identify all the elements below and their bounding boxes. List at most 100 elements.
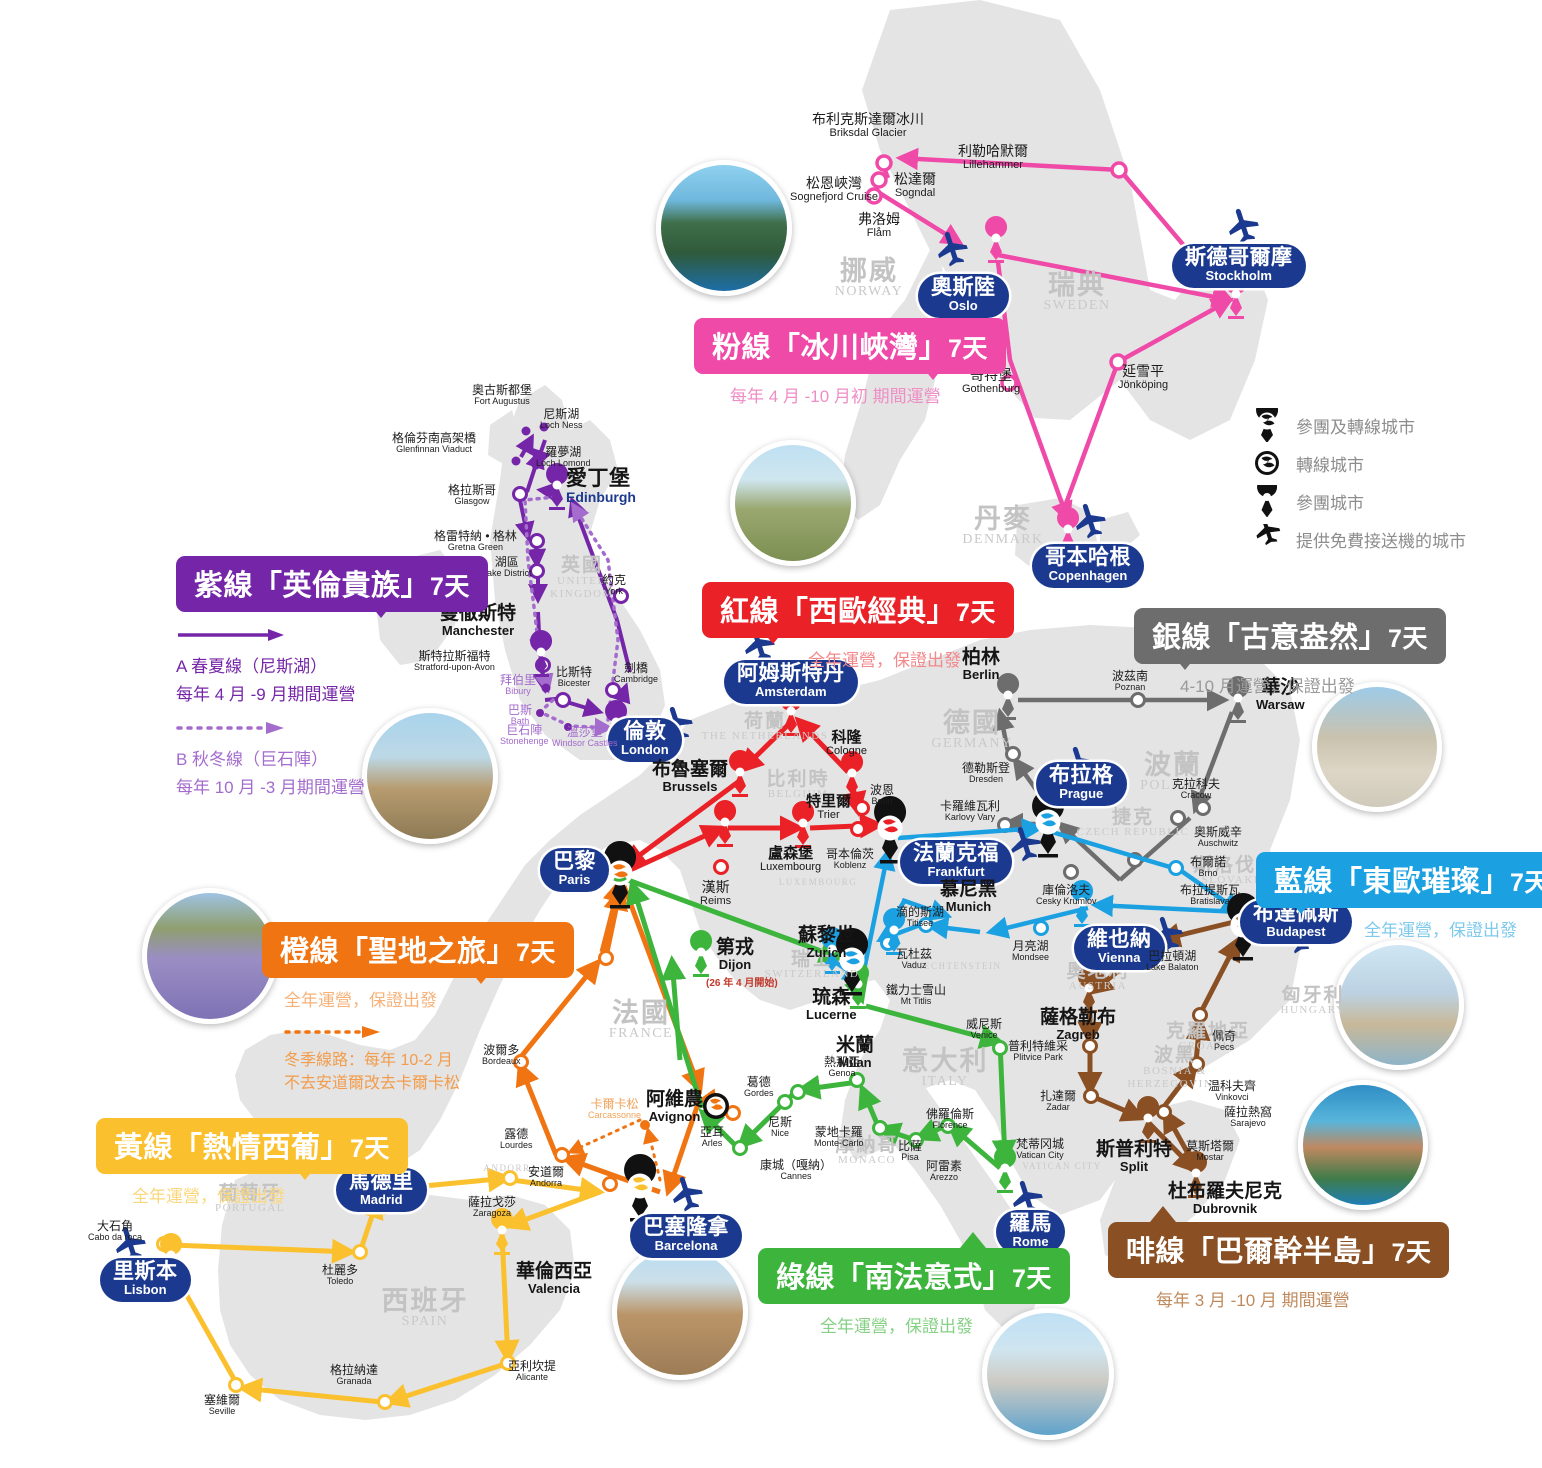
route-banner-blue[interactable]: 藍線「東歐璀璨」7天 全年運營，保證出發	[1256, 852, 1542, 941]
country-andorra: ANDORRA	[483, 1163, 539, 1173]
country-liechtenstein: LIECHTENSTEIN	[912, 961, 1002, 971]
route-banner-red[interactable]: 紅線「西歐經典」7天 全年運營，保證出發	[702, 582, 1014, 671]
route-banner-orange[interactable]: 橙線「聖地之旅」7天 全年運營，保證出發 冬季線路：每年 10-2 月 不去安道…	[262, 922, 574, 1095]
photo-sagrada	[612, 1244, 748, 1380]
stop-cannes: 康城（嘎納）Cannes	[760, 1158, 833, 1182]
country-luxembourg: LUXEMBOURG	[778, 877, 858, 887]
orange-dotted-sample-icon	[284, 1026, 380, 1038]
route-stop-pink	[865, 154, 1128, 392]
route-banner-pink[interactable]: 粉線「冰川峽灣」7天 每年 4 月 -10 月初 期間運營	[694, 318, 1006, 407]
dijon-start-note: (26 年 4 月開始)	[706, 978, 778, 989]
route-banner-silver[interactable]: 銀線「古意盎然」7天 4-10 月運營，保證出發	[1134, 608, 1446, 697]
route-banner-yellow[interactable]: 黃線「熱情西葡」7天 全年運營，保證出發	[96, 1118, 408, 1207]
legend: 參團及轉線城市 轉線城市 參團城市 提供免費接送機的城市	[1252, 406, 1466, 558]
route-stop-brown	[1082, 933, 1208, 1120]
route-stop-red	[713, 800, 870, 875]
legend-row-join: 參團城市	[1252, 482, 1466, 520]
photo-eiffel	[730, 440, 856, 566]
route-stop-carcassonne	[640, 1120, 650, 1130]
route-banner-green[interactable]: 綠線「南法意式」7天 全年運營，保證出發	[758, 1232, 1070, 1337]
circle-swirl-icon	[1255, 451, 1279, 475]
route-banner-brown[interactable]: 啡線「巴爾幹半島」7天 每年 3 月 -10 月 期間運營	[1108, 1206, 1450, 1311]
route-line-red	[620, 716, 885, 873]
route-banner-purple[interactable]: 紫線「英倫貴族」7天 A 春夏線（尼斯湖） 每年 4 月 -9 月期間運營 B …	[176, 556, 488, 798]
photo-brandenburg	[1312, 682, 1442, 812]
photo-dubrovnik	[1298, 1080, 1428, 1210]
route-line-orange-dotted	[566, 1118, 662, 1182]
route-line-green	[626, 877, 1017, 1170]
circle-swirl-icon	[703, 1093, 729, 1119]
legend-row-transfer: 轉線城市	[1252, 444, 1466, 482]
photo-budapest	[1334, 940, 1464, 1070]
